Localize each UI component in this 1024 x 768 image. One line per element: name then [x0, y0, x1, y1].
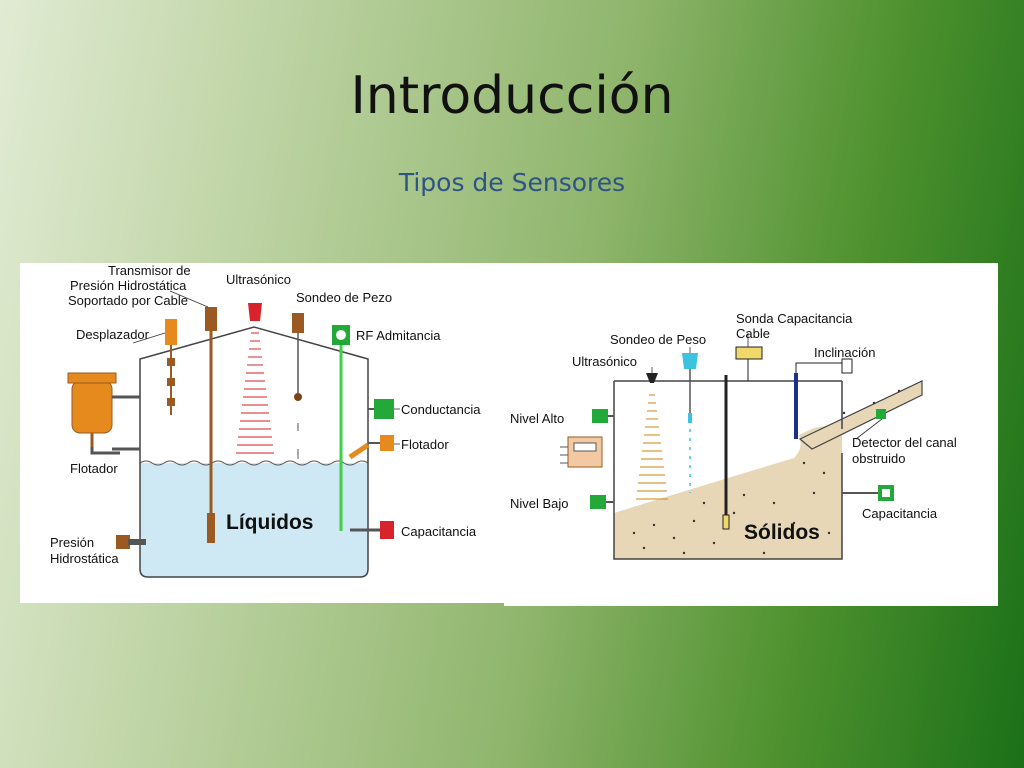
liquid-fill	[140, 463, 368, 577]
label-rf-admittance: RF Admitancia	[356, 328, 441, 343]
label-detector-1: Detector del canal	[852, 435, 957, 450]
label-displacer: Desplazador	[76, 327, 150, 342]
label-pressure-1: Presión	[50, 535, 94, 550]
liquid-surface	[139, 460, 369, 466]
liquid-tank	[139, 326, 369, 578]
label-weight-sounding: Sondeo de Pezo	[296, 290, 392, 305]
label-transmitter-1: Transmisor de	[108, 263, 191, 278]
label-low-level: Nivel Bajo	[510, 496, 569, 511]
label-detector-2: obstruido	[852, 451, 905, 466]
label-float-left: Flotador	[70, 461, 118, 476]
capacitance-cable-head	[735, 346, 763, 360]
label-float-right: Flotador	[401, 437, 449, 452]
conductance-sensor	[374, 399, 394, 419]
label-capacitance: Capacitancia	[401, 524, 477, 539]
float-switch-right	[380, 435, 394, 451]
ultrasonic-sensor-solids	[646, 373, 658, 383]
label-transmitter-3: Soportado por Cable	[68, 293, 188, 308]
solids-chute	[798, 380, 923, 450]
level-controller-box	[567, 436, 603, 468]
slide-title: Introducción	[350, 66, 674, 126]
label-high-level: Nivel Alto	[510, 411, 564, 426]
label-conductance: Conductancia	[401, 402, 481, 417]
label-weight-sounding-solids: Sondeo de Peso	[610, 332, 706, 347]
ultrasonic-sensor	[248, 303, 262, 321]
weight-sensor	[292, 313, 304, 333]
label-transmitter-2: Presión Hidrostática	[70, 278, 187, 293]
label-solids: Sólidos	[744, 521, 820, 544]
transmitter-head	[205, 307, 217, 331]
label-ultrasonic-solids: Ultrasónico	[572, 354, 637, 369]
float-chamber	[71, 380, 113, 434]
displacer-head	[165, 319, 177, 345]
high-level-sensor	[592, 409, 608, 423]
plugged-chute-detector	[876, 409, 886, 419]
label-liquids: Líquidos	[226, 511, 314, 534]
capacitance-sensor	[380, 521, 394, 539]
label-cable-probe-2: Cable	[736, 326, 770, 341]
weight-bob	[294, 393, 302, 401]
ultrasonic-beam	[236, 332, 274, 454]
low-level-sensor	[590, 495, 606, 509]
label-ultrasonic: Ultrasónico	[226, 272, 291, 287]
solid-pile	[614, 423, 842, 559]
tilt-sensor-box	[841, 358, 853, 374]
liquids-diagram: Transmisor de Presión Hidrostática Sopor…	[20, 263, 504, 603]
slide-subtitle: Tipos de Sensores	[398, 168, 626, 197]
ultrasonic-beam-solids	[636, 394, 668, 500]
label-cable-probe-1: Sonda Capacitancia	[736, 311, 853, 326]
hydrostatic-sensor	[116, 535, 130, 549]
transmitter-probe	[207, 513, 215, 543]
label-tilt: Inclinación	[814, 345, 875, 360]
solids-bin	[613, 381, 843, 560]
label-capacitance-solids: Capacitancia	[862, 506, 938, 521]
weight-sensor-solids	[682, 353, 698, 369]
label-pressure-2: Hidrostática	[50, 551, 119, 566]
solid-particles	[632, 389, 901, 555]
solids-diagram: Sonda Capacitancia Cable Sondeo de Peso …	[504, 263, 998, 606]
